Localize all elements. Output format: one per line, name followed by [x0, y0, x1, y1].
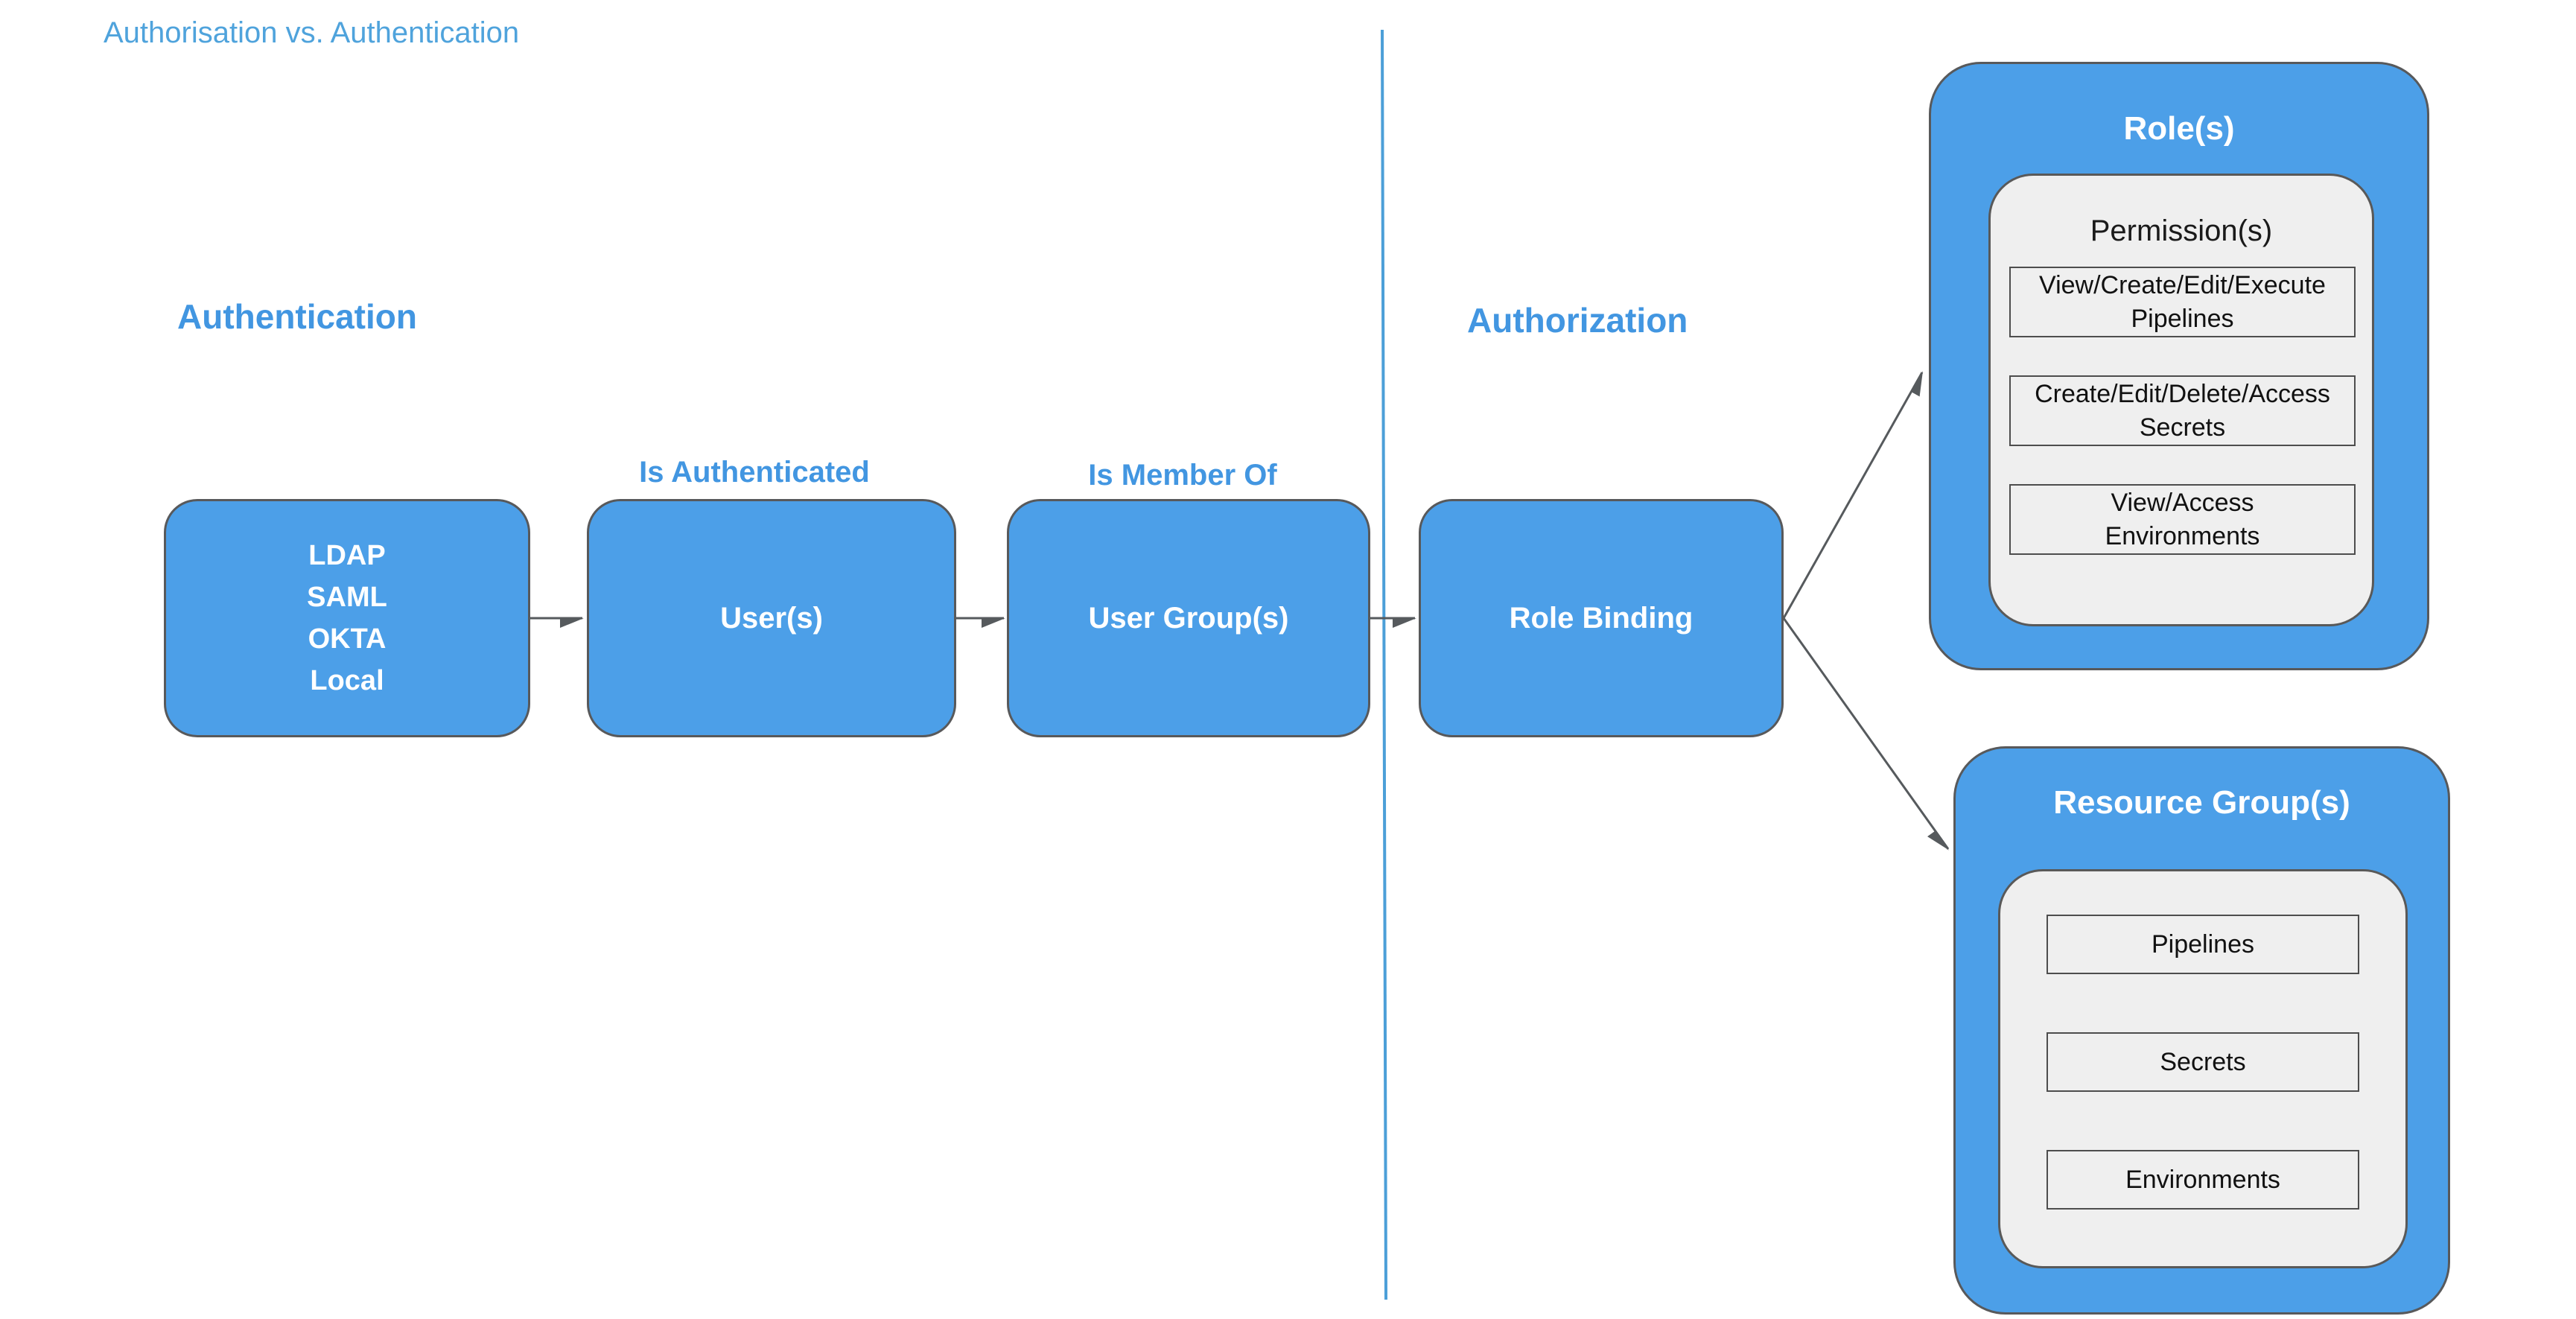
users-node: User(s): [587, 499, 956, 737]
idp-ldap-label: LDAP: [308, 540, 386, 571]
permission-environments-box: View/Access Environments: [2009, 484, 2356, 555]
resource-groups-panel-title: Resource Group(s): [2053, 784, 2350, 821]
resource-environments-box: Environments: [2047, 1150, 2359, 1210]
resource-secrets-box: Secrets: [2047, 1032, 2359, 1092]
identity-providers-node: LDAP SAML OKTA Local: [164, 499, 530, 737]
idp-saml-label: SAML: [307, 582, 387, 613]
permission-secrets-box: Create/Edit/Delete/Access Secrets: [2009, 375, 2356, 446]
user-groups-node-label: User Group(s): [1088, 601, 1289, 635]
roles-panel: Role(s) Permission(s) View/Create/Edit/E…: [1929, 62, 2429, 670]
edge-label-is-authenticated: Is Authenticated: [639, 456, 870, 489]
page-title: Authorisation vs. Authentication: [104, 16, 520, 49]
arrow-binding-to-roles: [1782, 372, 1924, 619]
idp-local-label: Local: [310, 665, 384, 696]
section-divider-line: [1381, 29, 1387, 1300]
idp-okta-label: OKTA: [308, 623, 387, 655]
resources-container: Pipelines Secrets Environments: [1998, 869, 2408, 1268]
permissions-title: Permission(s): [2090, 214, 2273, 247]
authentication-section-heading: Authentication: [177, 297, 417, 336]
roles-panel-title: Role(s): [2123, 110, 2235, 147]
user-groups-node: User Group(s): [1007, 499, 1370, 737]
role-binding-node-label: Role Binding: [1509, 601, 1694, 635]
permission-pipelines-box: View/Create/Edit/Execute Pipelines: [2009, 267, 2356, 337]
role-binding-node: Role Binding: [1419, 499, 1784, 737]
edge-label-is-member-of: Is Member Of: [1088, 459, 1277, 492]
arrow-binding-to-resource-groups: [1782, 617, 1950, 849]
users-node-label: User(s): [720, 601, 823, 635]
resource-groups-panel: Resource Group(s) Pipelines Secrets Envi…: [1953, 746, 2450, 1315]
resource-pipelines-box: Pipelines: [2047, 915, 2359, 974]
authorization-section-heading: Authorization: [1467, 301, 1688, 340]
permissions-container: Permission(s) View/Create/Edit/Execute P…: [1988, 174, 2374, 626]
